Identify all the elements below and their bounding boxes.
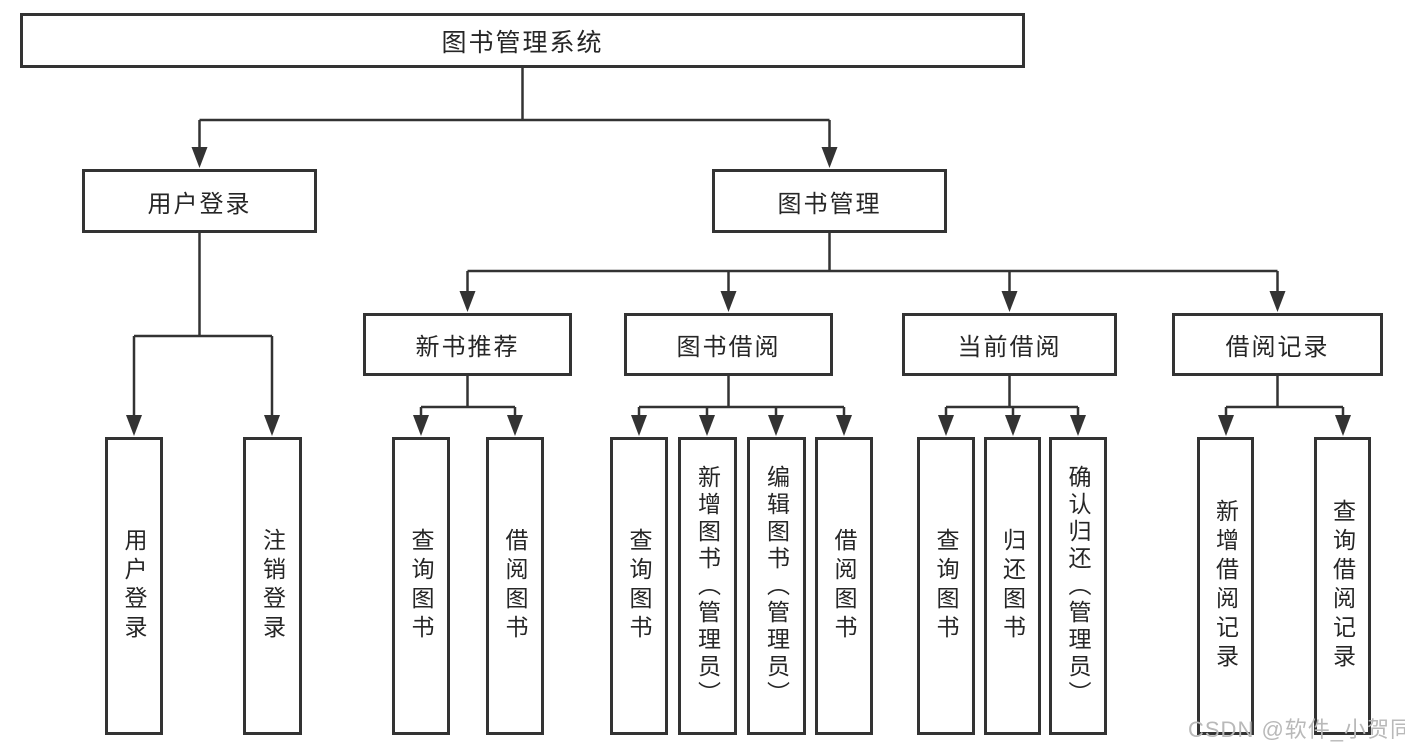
leaf-edit-book-admin: 编辑图书（管理员） (747, 437, 806, 735)
leaf-query-books-recommend-label: 查询图书 (408, 528, 434, 644)
node-book-management: 图书管理 (712, 169, 947, 233)
node-new-book-recommend: 新书推荐 (363, 313, 572, 376)
connector-book-management-children (466, 233, 1279, 292)
leaf-borrow-books: 借阅图书 (815, 437, 873, 735)
connector-book-borrow-children (637, 376, 846, 417)
leaf-borrow-books-label: 借阅图书 (831, 528, 857, 644)
leaf-return-books-label: 归还图书 (999, 528, 1026, 644)
leaf-confirm-return-admin-label: 确认归还（管理员） (1065, 464, 1091, 708)
leaf-query-books-borrow-label: 查询图书 (626, 528, 652, 644)
leaf-logout: 注销登录 (243, 437, 302, 735)
watermark-text: CSDN @软件_小贺同学 (1188, 717, 1405, 742)
leaf-query-books-recommend: 查询图书 (392, 437, 450, 735)
leaf-query-books-current-label: 查询图书 (933, 528, 959, 644)
node-book-management-label: 图书管理 (777, 190, 882, 218)
node-current-borrow: 当前借阅 (902, 313, 1117, 376)
leaf-query-books-borrow: 查询图书 (610, 437, 668, 735)
node-book-borrow-label: 图书借阅 (676, 334, 781, 361)
node-user-login-label: 用户登录 (147, 190, 252, 218)
leaf-query-borrow-record-label: 查询借阅记录 (1329, 499, 1356, 673)
leaf-return-books: 归还图书 (984, 437, 1041, 735)
leaf-add-book-admin-label: 新增图书（管理员） (694, 464, 721, 708)
leaf-borrow-books-recommend: 借阅图书 (486, 437, 544, 735)
leaf-add-borrow-record: 新增借阅记录 (1197, 437, 1254, 735)
connector-root-children (198, 68, 831, 149)
leaf-logout-label: 注销登录 (259, 528, 286, 644)
leaf-query-books-current: 查询图书 (917, 437, 975, 735)
node-borrow-records-label: 借阅记录 (1225, 334, 1330, 361)
node-book-borrow: 图书借阅 (624, 313, 833, 376)
node-current-borrow-label: 当前借阅 (957, 334, 1062, 361)
leaf-user-login-label: 用户登录 (121, 528, 147, 644)
node-new-book-recommend-label: 新书推荐 (415, 334, 520, 361)
leaf-query-borrow-record: 查询借阅记录 (1314, 437, 1371, 735)
leaf-borrow-books-recommend-label: 借阅图书 (502, 528, 528, 644)
node-borrow-records: 借阅记录 (1172, 313, 1383, 376)
node-root-label: 图书管理系统 (441, 28, 604, 57)
leaf-edit-book-admin-label: 编辑图书（管理员） (763, 464, 790, 708)
leaf-add-borrow-record-label: 新增借阅记录 (1212, 499, 1239, 673)
connector-current-borrow-children (944, 376, 1080, 417)
connector-borrow-records-children (1224, 376, 1345, 417)
connector-new-book-recommend-children (419, 376, 517, 417)
leaf-confirm-return-admin: 确认归还（管理员） (1049, 437, 1107, 735)
node-user-login: 用户登录 (82, 169, 317, 233)
arrowheads (126, 147, 1351, 436)
connector-user-login-children (132, 233, 274, 417)
node-root: 图书管理系统 (20, 13, 1025, 68)
leaf-user-login: 用户登录 (105, 437, 163, 735)
leaf-add-book-admin: 新增图书（管理员） (678, 437, 737, 735)
